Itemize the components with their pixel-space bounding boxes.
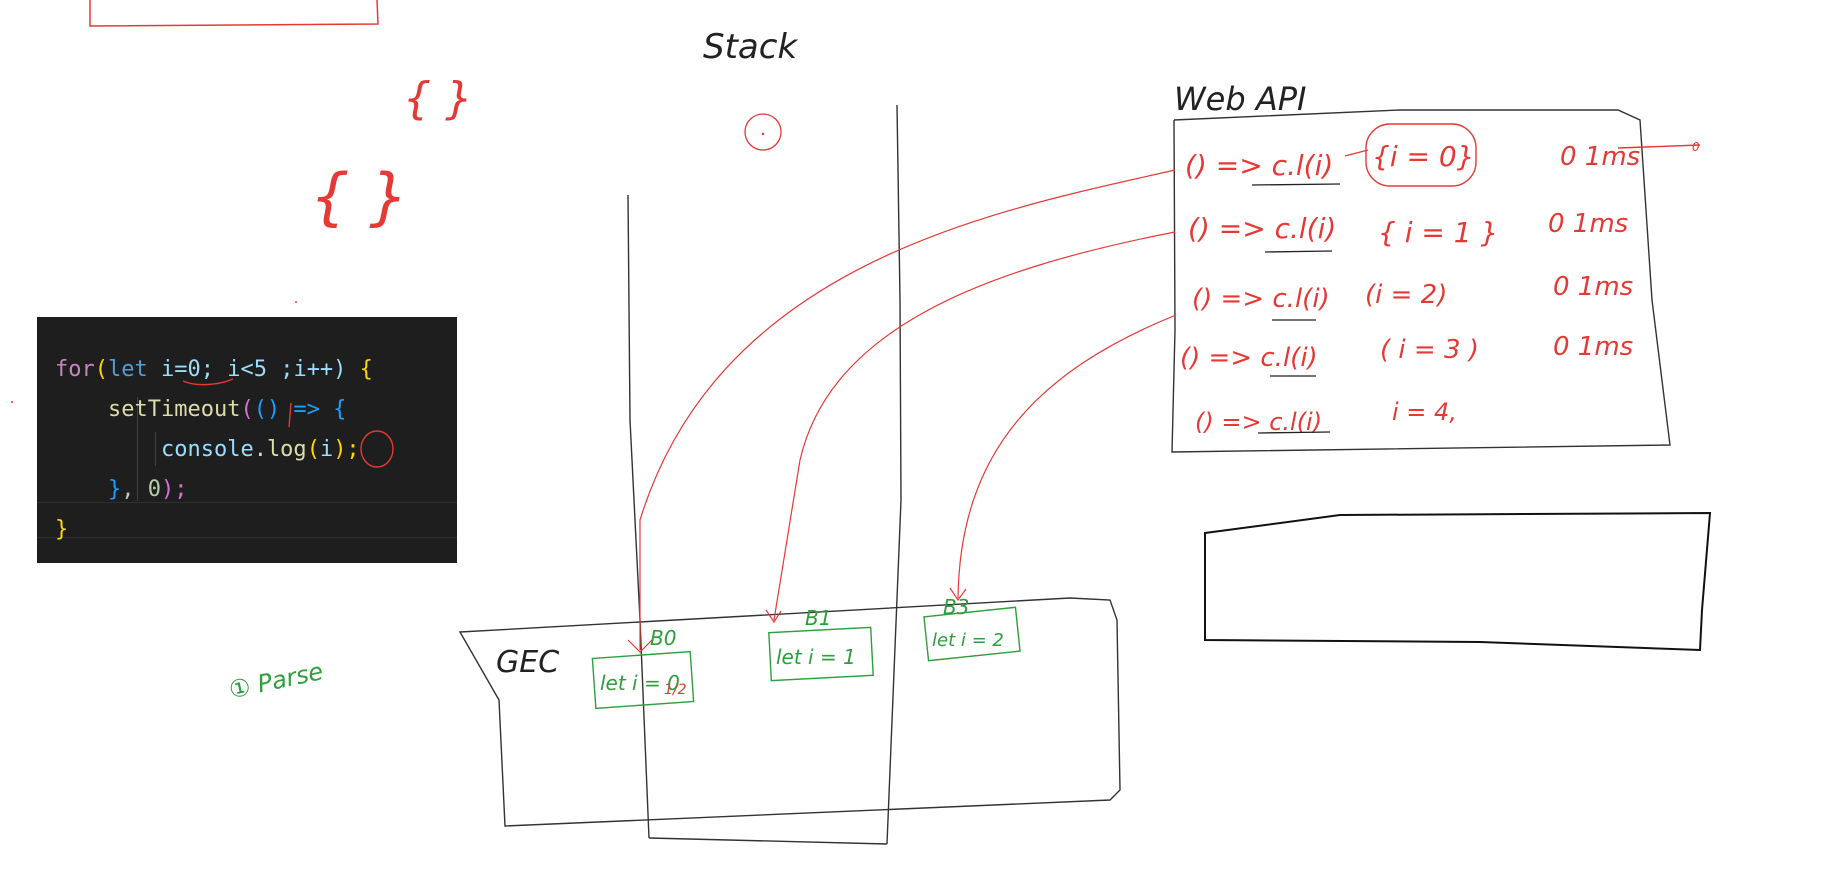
scope-highlight-0	[1365, 123, 1477, 187]
callback-underline-4	[1257, 431, 1331, 434]
tick-annotation	[288, 402, 292, 428]
web-api-callback-0: () => c.l(i)	[1185, 149, 1333, 182]
underline-i-annotation	[182, 378, 234, 386]
parse-label: ① Parse	[226, 657, 325, 704]
indent-guide-1	[137, 397, 138, 501]
code-log: log	[266, 437, 307, 462]
partial-box-top	[89, 0, 379, 27]
gec-label: GEC	[496, 645, 559, 680]
web-api-scope-3: ( i = 3 )	[1380, 335, 1479, 365]
block-b1-content: let i = 1	[776, 645, 856, 669]
callback-underline-0	[1251, 183, 1341, 186]
code-line-2: setTimeout(() => {	[55, 393, 346, 427]
code-delay: , 0	[121, 477, 161, 502]
scope-arrow-0	[1344, 149, 1369, 157]
code-close: );	[333, 437, 360, 462]
code-paren: (	[240, 397, 254, 422]
code-paren: (	[306, 437, 320, 462]
code-keyword-for: for	[55, 357, 95, 382]
code-console: console	[160, 437, 254, 462]
stack-bottom-line	[648, 837, 888, 845]
block-b3-name: B3	[943, 595, 969, 619]
code-snippet-panel: for(let i=0; i<5 ;i++) { setTimeout(() =…	[37, 317, 457, 563]
current-line-highlight	[37, 502, 457, 538]
web-api-extra-0: 0	[1692, 140, 1700, 154]
code-open-brace: {	[333, 397, 347, 422]
block-b1-name: B1	[805, 606, 831, 630]
web-api-callback-2: () => c.l(i)	[1192, 284, 1330, 314]
code-dot: .	[253, 437, 267, 462]
web-api-scope-1: { i = 1 }	[1378, 216, 1498, 249]
block-b3-box	[923, 606, 1021, 662]
code-arg-i: i	[319, 437, 334, 462]
web-api-label: Web API	[1174, 80, 1306, 118]
web-api-row-3: () => c.l(i) ( i = 3 ) 0 1ms	[1180, 332, 1633, 377]
callback-underline-1	[1264, 250, 1333, 253]
web-api-scope-0: {i = 0}	[1372, 140, 1474, 173]
code-keyword-let: let	[108, 357, 148, 382]
stack-circle	[744, 113, 782, 151]
code-close-brace: }	[55, 517, 69, 542]
code-line-4: }, 0);	[55, 473, 188, 507]
web-api-scope-4: i = 4,	[1392, 398, 1457, 426]
arrow-row2-to-b3	[957, 314, 1177, 599]
code-line-5: }	[55, 513, 68, 547]
web-api-row-0: () => c.l(i) {i = 0} 0 1ms 0	[1185, 123, 1701, 187]
web-api-box	[1171, 109, 1671, 453]
braces-large: { }	[310, 160, 409, 233]
block-b0-struck: 1/2	[664, 682, 687, 698]
web-api-row-4: () => c.l(i) i = 4,	[1195, 398, 1457, 436]
web-api-timer-0: 0 1ms	[1560, 142, 1640, 172]
code-loop-header: i=0; i<5 ;i++)	[147, 357, 360, 382]
stack-right-line	[886, 104, 902, 845]
block-b3-content: let i = 2	[932, 630, 1004, 651]
web-api-row-1: () => c.l(i) { i = 1 } 0 1ms	[1188, 209, 1628, 253]
stray-dot-top	[295, 301, 297, 303]
web-api-timer-3: 0 1ms	[1553, 332, 1633, 362]
indent-guide-2	[155, 432, 156, 466]
arrow-row1-to-b1	[773, 231, 1176, 621]
web-api-callback-4: () => c.l(i)	[1195, 408, 1322, 436]
web-api-timer-1: 0 1ms	[1548, 209, 1628, 239]
block-b0-box	[591, 650, 695, 710]
code-open-brace: {	[359, 357, 373, 382]
stack-dot	[761, 132, 765, 136]
block-b0-content: let i = 0	[600, 671, 680, 695]
code-arrow-fn: () =>	[253, 397, 334, 422]
code-line-1: for(let i=0; i<5 ;i++) {	[55, 353, 373, 387]
braces-small: { }	[403, 73, 473, 124]
code-settimeout: setTimeout	[107, 397, 241, 422]
arrowhead-b3	[949, 587, 967, 602]
block-b0-name: B0	[650, 626, 676, 650]
arrowhead-b1	[765, 609, 782, 624]
code-close-brace: }	[107, 477, 122, 502]
block-b1-box	[768, 626, 874, 682]
circle-i-annotation	[360, 430, 394, 468]
code-annotations	[182, 378, 394, 468]
timer-line-0	[1617, 144, 1701, 149]
arrowhead-b0	[627, 639, 653, 653]
web-api-callback-3: () => c.l(i)	[1180, 343, 1318, 373]
stack-left-line	[627, 194, 650, 839]
arrow-row0-to-b0	[639, 169, 1176, 650]
stack-label: Stack	[703, 27, 798, 67]
code-close: );	[160, 477, 188, 502]
web-api-scope-2: (i = 2)	[1365, 280, 1447, 310]
web-api-row-2: () => c.l(i) (i = 2) 0 1ms	[1192, 272, 1633, 321]
web-api-timer-2: 0 1ms	[1553, 272, 1633, 302]
empty-queue-box	[1204, 511, 1712, 652]
web-api-callback-1: () => c.l(i)	[1188, 212, 1336, 245]
code-line-3: console.log(i);	[55, 433, 360, 467]
code-paren: (	[94, 357, 108, 382]
stray-dot-left	[11, 401, 13, 403]
gec-box	[458, 597, 1121, 827]
